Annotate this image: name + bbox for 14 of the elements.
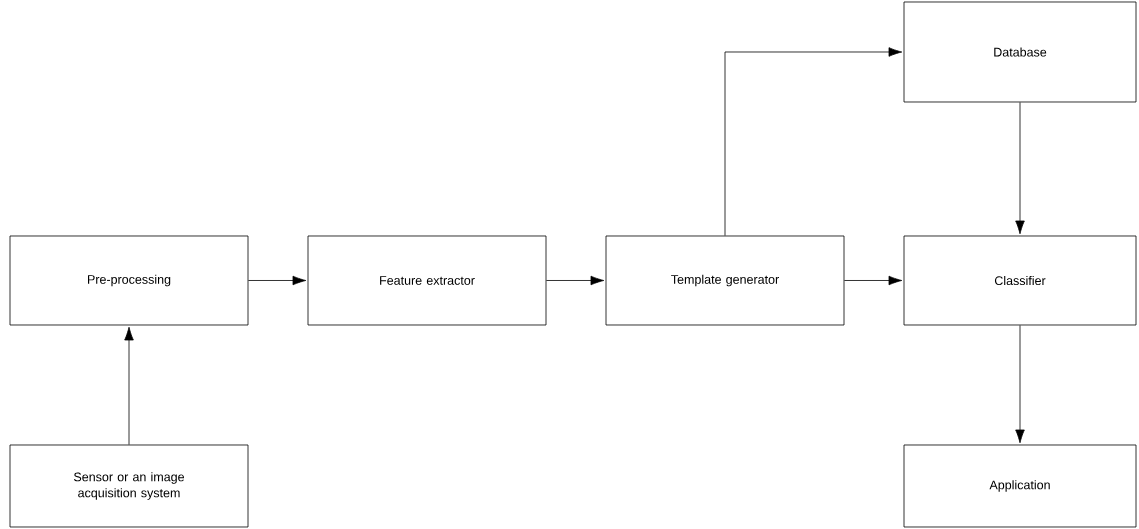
arrow	[844, 275, 903, 286]
process-box: Classifier	[903, 235, 1137, 326]
arrow	[1015, 102, 1025, 235]
process-box: Application	[903, 444, 1137, 528]
process-box: Database	[903, 1, 1137, 103]
process-box: Pre-processing	[9, 235, 249, 326]
arrow	[124, 326, 134, 445]
process-box: Sensor or an image acquisition system	[9, 444, 249, 528]
process-box: Feature extractor	[307, 235, 547, 326]
arrow	[724, 47, 903, 236]
process-box: Template generator	[605, 235, 845, 326]
arrow	[248, 275, 307, 286]
arrow	[546, 275, 605, 286]
arrow	[1015, 325, 1025, 444]
